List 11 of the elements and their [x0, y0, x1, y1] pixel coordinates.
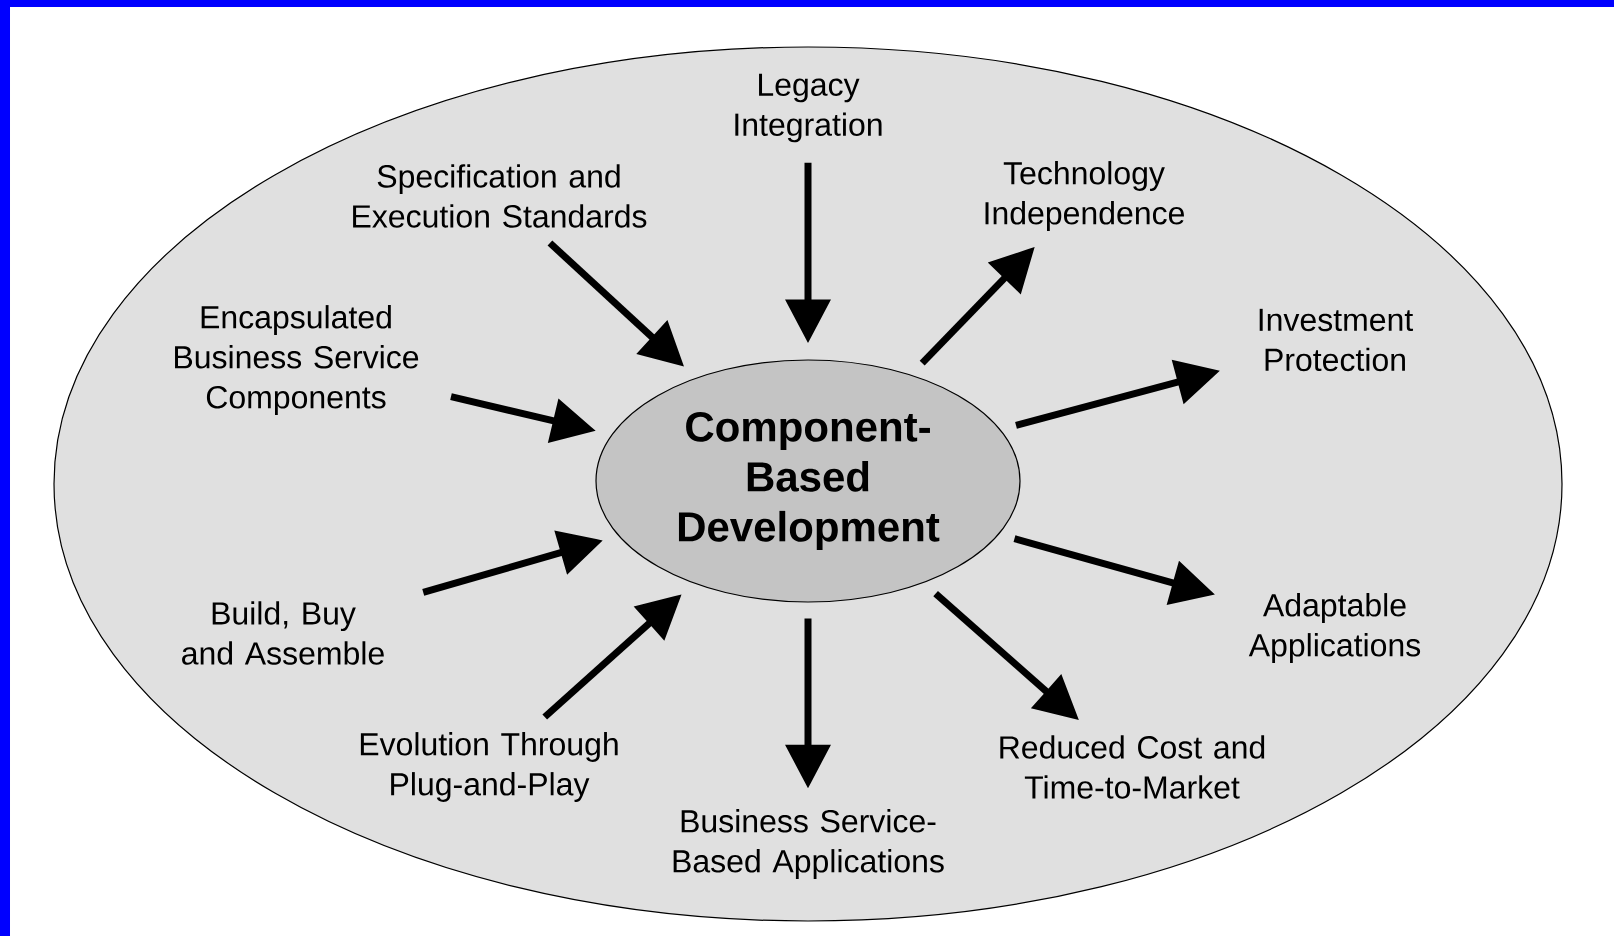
node-label: Specification and Execution Standards — [353, 164, 647, 228]
node-label: Legacy Integration — [735, 73, 882, 143]
node-label: Reduced Cost and Time-to-Market — [1000, 735, 1265, 799]
node-label: Evolution Through Plug-and-Play — [360, 732, 618, 802]
node-label: Build, Buy and Assemble — [182, 601, 384, 665]
node-label: Investment Protection — [1259, 308, 1413, 372]
node-label: Encapsulated Business Service Components — [175, 305, 419, 415]
node-label: Business Service-Based Applications — [673, 809, 944, 879]
node-label: Adaptable Applications — [1248, 593, 1421, 663]
node-label: Technology Independence — [985, 161, 1184, 231]
outer-ellipse — [53, 46, 1563, 922]
